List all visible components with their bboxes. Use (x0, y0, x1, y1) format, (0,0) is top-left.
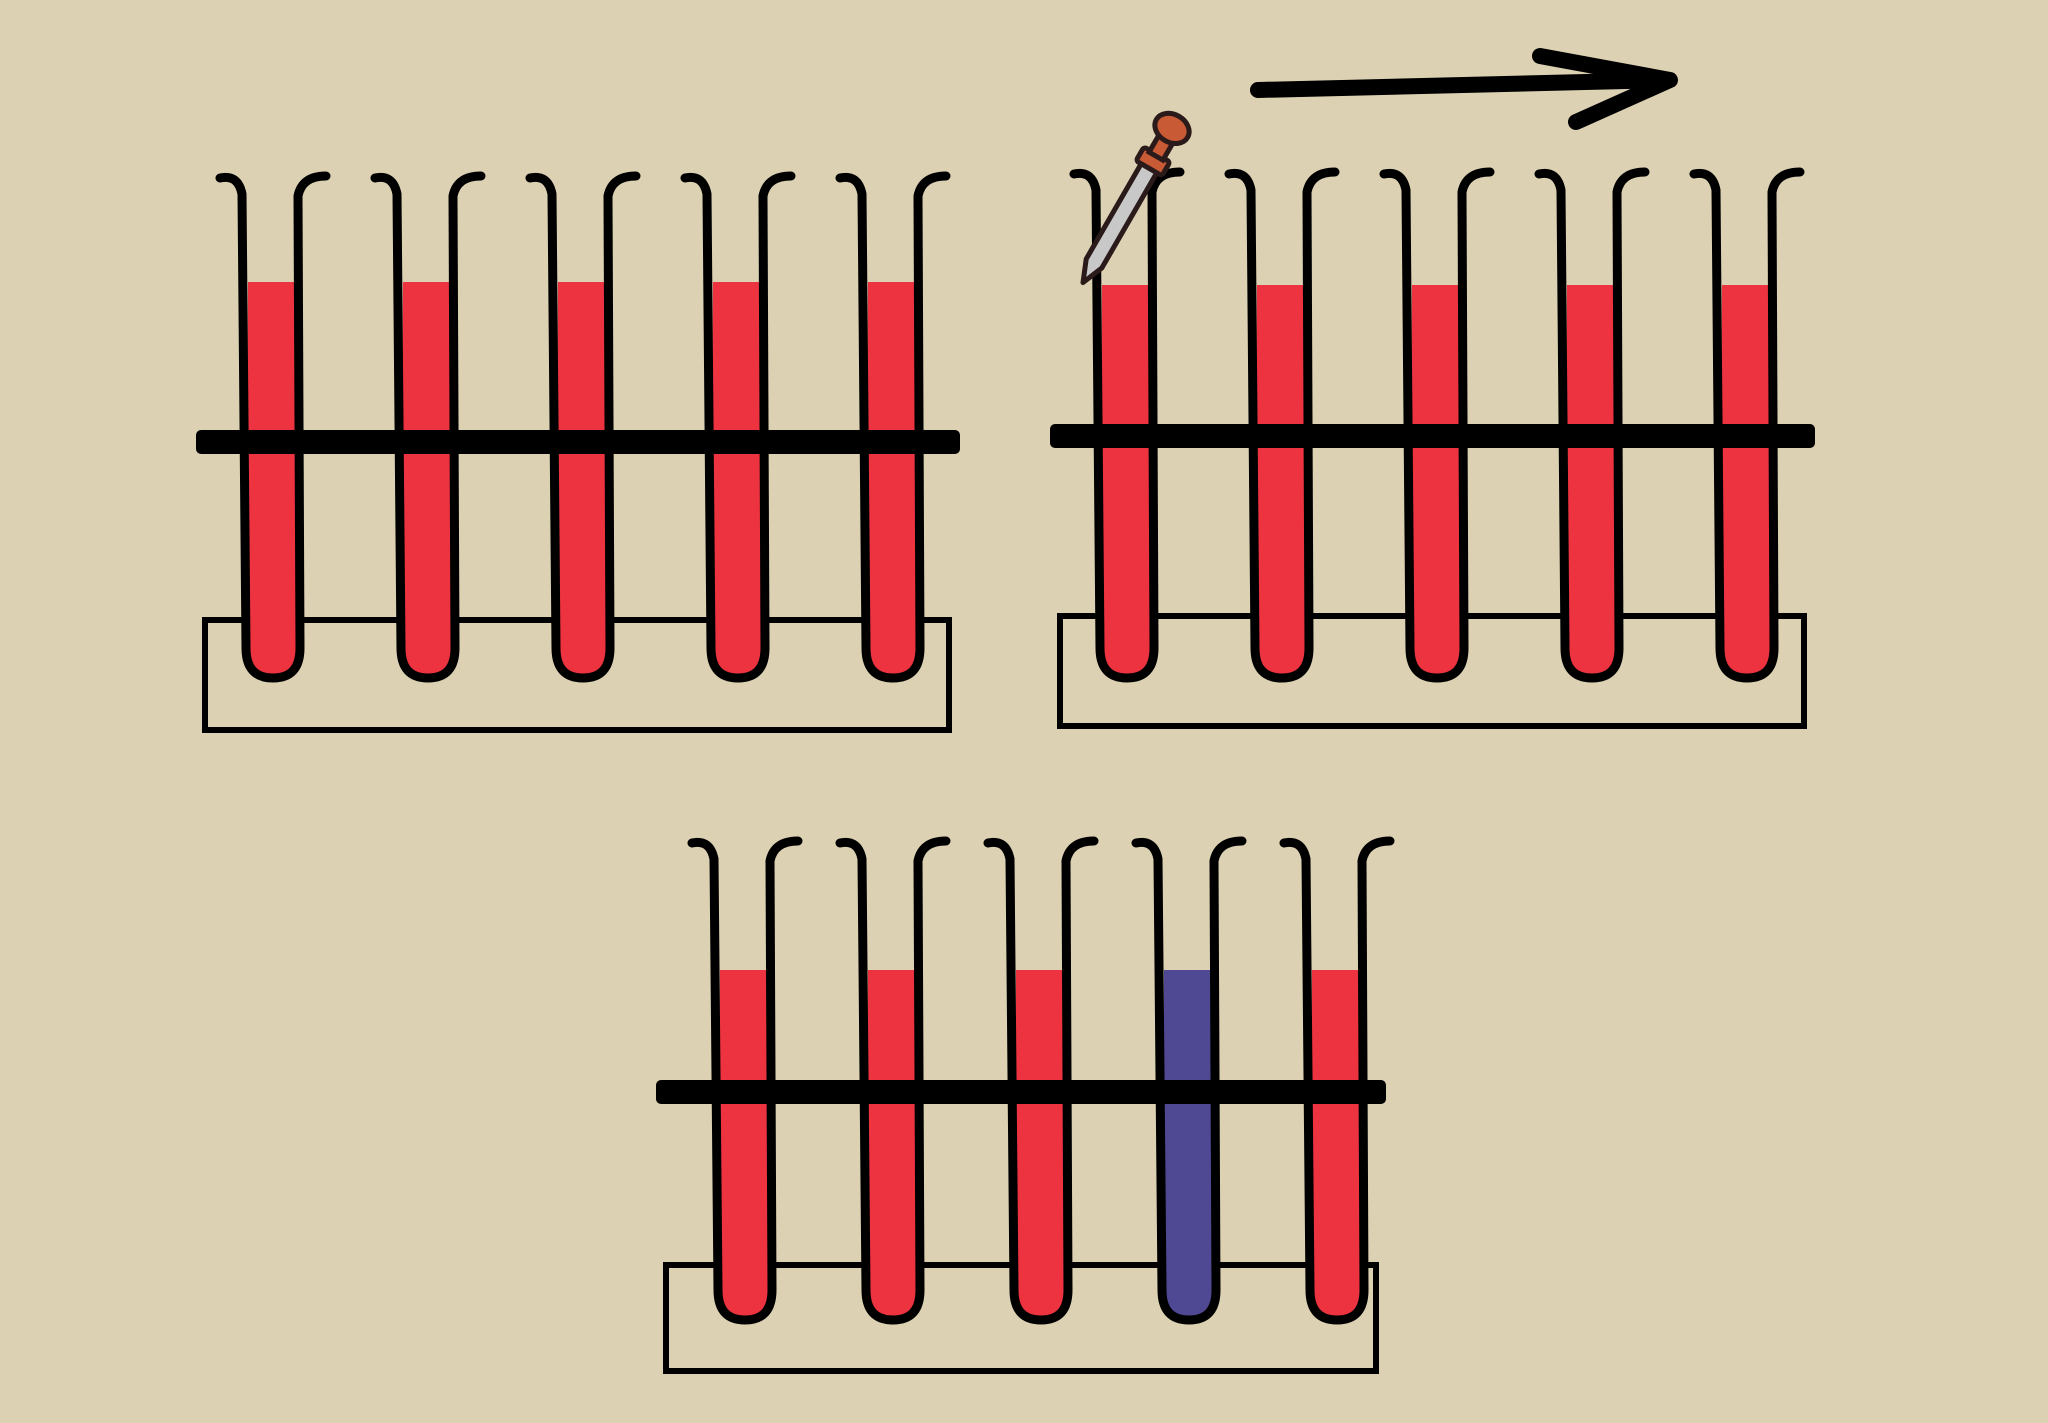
tube-outline (370, 171, 486, 683)
tube-outline (525, 171, 641, 683)
arrow-shaft (1250, 72, 1676, 98)
test-tube (1534, 167, 1650, 683)
red-liquid (1720, 285, 1774, 678)
dropper-bulb (1152, 110, 1192, 147)
tube-outline (680, 171, 796, 683)
red-liquid (1310, 970, 1364, 1320)
blue-liquid (1162, 970, 1216, 1320)
test-tube (687, 836, 803, 1325)
test-tube (1131, 836, 1247, 1325)
red-liquid (1255, 285, 1309, 678)
red-liquid (246, 282, 300, 678)
test-tube (1689, 167, 1805, 683)
test-tube (1379, 167, 1495, 683)
rack-top-right (1050, 167, 1815, 729)
tube-outline (215, 171, 331, 683)
test-tube (1279, 836, 1395, 1325)
red-liquid (866, 282, 920, 678)
test-tube (215, 171, 331, 683)
test-tube (370, 171, 486, 683)
tube-outline (687, 836, 803, 1325)
test-tube (835, 836, 951, 1325)
red-liquid (1565, 285, 1619, 678)
arrow-right-icon (1250, 48, 1678, 130)
dropper-icon (1080, 110, 1192, 286)
arrow-head (1532, 48, 1678, 130)
tube-outline (1379, 167, 1495, 683)
rack-bottom (656, 836, 1395, 1374)
red-liquid (401, 282, 455, 678)
rack-top-left (196, 171, 960, 733)
rack-crossbar (196, 430, 960, 454)
red-liquid (556, 282, 610, 678)
tube-outline (1224, 167, 1340, 683)
red-liquid (866, 970, 920, 1320)
red-liquid (1014, 970, 1068, 1320)
test-tube (835, 171, 951, 683)
tube-outline (1534, 167, 1650, 683)
rack-crossbar (656, 1080, 1386, 1104)
red-liquid (718, 970, 772, 1320)
red-liquid (1100, 285, 1154, 678)
test-tube (1224, 167, 1340, 683)
red-liquid (1410, 285, 1464, 678)
tube-outline (983, 836, 1099, 1325)
test-tube (525, 171, 641, 683)
tube-outline (835, 836, 951, 1325)
tube-outline (1279, 836, 1395, 1325)
test-tube (1069, 167, 1185, 683)
red-liquid (711, 282, 765, 678)
tube-outline (1689, 167, 1805, 683)
rack-crossbar (1050, 424, 1815, 448)
tube-outline (1131, 836, 1247, 1325)
tube-outline (1069, 167, 1185, 683)
test-tube (680, 171, 796, 683)
test-tube (983, 836, 1099, 1325)
tube-outline (835, 171, 951, 683)
